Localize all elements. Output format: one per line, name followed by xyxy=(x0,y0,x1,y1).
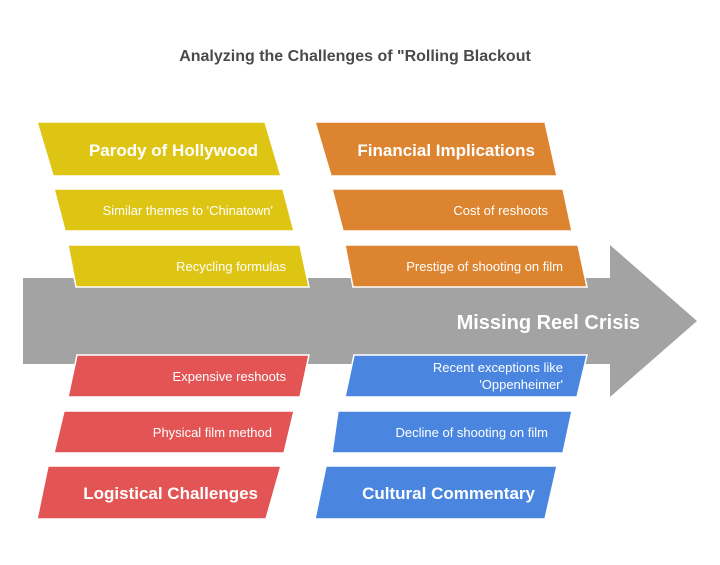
category-label-logistical: Logistical Challenges xyxy=(83,484,258,503)
category-head-logistical xyxy=(36,465,282,520)
cause-box xyxy=(344,354,588,398)
category-label-parody: Parody of Hollywood xyxy=(89,141,258,160)
cause-label: Decline of shooting on film xyxy=(396,425,548,440)
category-head-parody xyxy=(35,121,283,177)
cause-label: Prestige of shooting on film xyxy=(406,259,563,274)
cause-box xyxy=(67,244,310,288)
diagram-title: Analyzing the Challenges of "Rolling Bla… xyxy=(179,48,531,65)
cause-box xyxy=(331,410,573,454)
category-financial: Financial Implications Cost of reshoots … xyxy=(313,121,588,288)
category-logistical: Expensive reshoots Physical film method … xyxy=(36,354,310,520)
spine-label: Missing Reel Crisis xyxy=(457,312,640,334)
category-head-financial xyxy=(313,121,558,177)
cause-box xyxy=(344,244,588,288)
cause-label: Cost of reshoots xyxy=(453,203,548,218)
cause-label: Similar themes to 'Chinatown' xyxy=(103,203,273,218)
cause-box xyxy=(331,188,573,232)
category-label-financial: Financial Implications xyxy=(357,141,535,160)
category-parody: Parody of Hollywood Similar themes to 'C… xyxy=(35,121,310,288)
category-cultural: Recent exceptions like 'Oppenheimer' Dec… xyxy=(314,354,588,520)
cause-label: Physical film method xyxy=(153,425,272,440)
cause-box xyxy=(53,410,295,454)
cause-label: Recent exceptions like xyxy=(433,360,563,375)
cause-box xyxy=(53,188,295,232)
category-head-cultural xyxy=(314,465,558,520)
cause-label: 'Oppenheimer' xyxy=(479,377,563,392)
cause-label: Recycling formulas xyxy=(176,259,286,274)
cause-label: Expensive reshoots xyxy=(173,369,287,384)
cause-box xyxy=(67,354,310,398)
category-label-cultural: Cultural Commentary xyxy=(362,484,535,503)
